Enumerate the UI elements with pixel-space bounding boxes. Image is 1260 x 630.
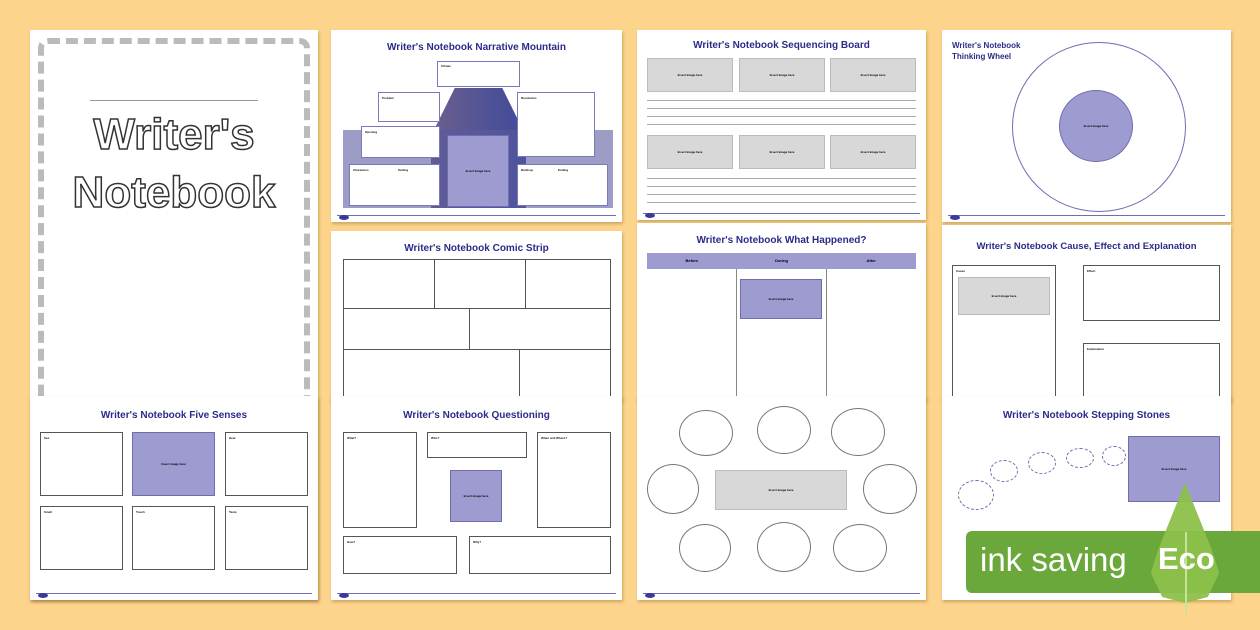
- sequencing-board-page: Writer's Notebook Sequencing Board Inser…: [637, 30, 926, 220]
- ink-saving-eco-badge: ink saving: [966, 531, 1260, 593]
- page-title: Writer's Notebook Cause, Effect and Expl…: [976, 241, 1197, 252]
- thinking-wheel-page: Writer's Notebook Thinking Wheel Insert …: [942, 30, 1231, 222]
- page-title-2: Thinking Wheel: [952, 52, 1012, 61]
- page-title: Writer's Notebook Comic Strip: [404, 243, 549, 254]
- cover-title-2: Notebook: [72, 167, 276, 218]
- cover-title-1: Writer's: [93, 109, 256, 160]
- narrative-mountain-page: Writer's Notebook Narrative Mountain Cli…: [331, 30, 622, 222]
- badge-text: ink saving: [980, 541, 1127, 578]
- page-title: Writer's Notebook Sequencing Board: [693, 40, 870, 51]
- what-happened-page: Writer's Notebook What Happened? Before …: [637, 223, 926, 401]
- eco-label: Eco: [1158, 541, 1215, 576]
- page-title: Writer's Notebook What Happened?: [696, 235, 867, 246]
- cause-effect-page: Writer's Notebook Cause, Effect and Expl…: [942, 225, 1231, 401]
- page-title-1: Writer's Notebook: [952, 41, 1021, 50]
- five-senses-page: Writer's Notebook Five Senses See Insert…: [30, 396, 318, 600]
- questioning-page: Writer's Notebook Questioning What? Who?…: [331, 396, 622, 600]
- page-title: Writer's Notebook Five Senses: [100, 410, 248, 421]
- comic-strip-page: Writer's Notebook Comic Strip: [331, 231, 622, 401]
- page-title: Writer's Notebook Narrative Mountain: [387, 42, 566, 53]
- page-title: Writer's Notebook Stepping Stones: [1002, 410, 1171, 421]
- bubble-map-page: Insert image here: [637, 396, 926, 600]
- page-title: Writer's Notebook Questioning: [403, 410, 550, 421]
